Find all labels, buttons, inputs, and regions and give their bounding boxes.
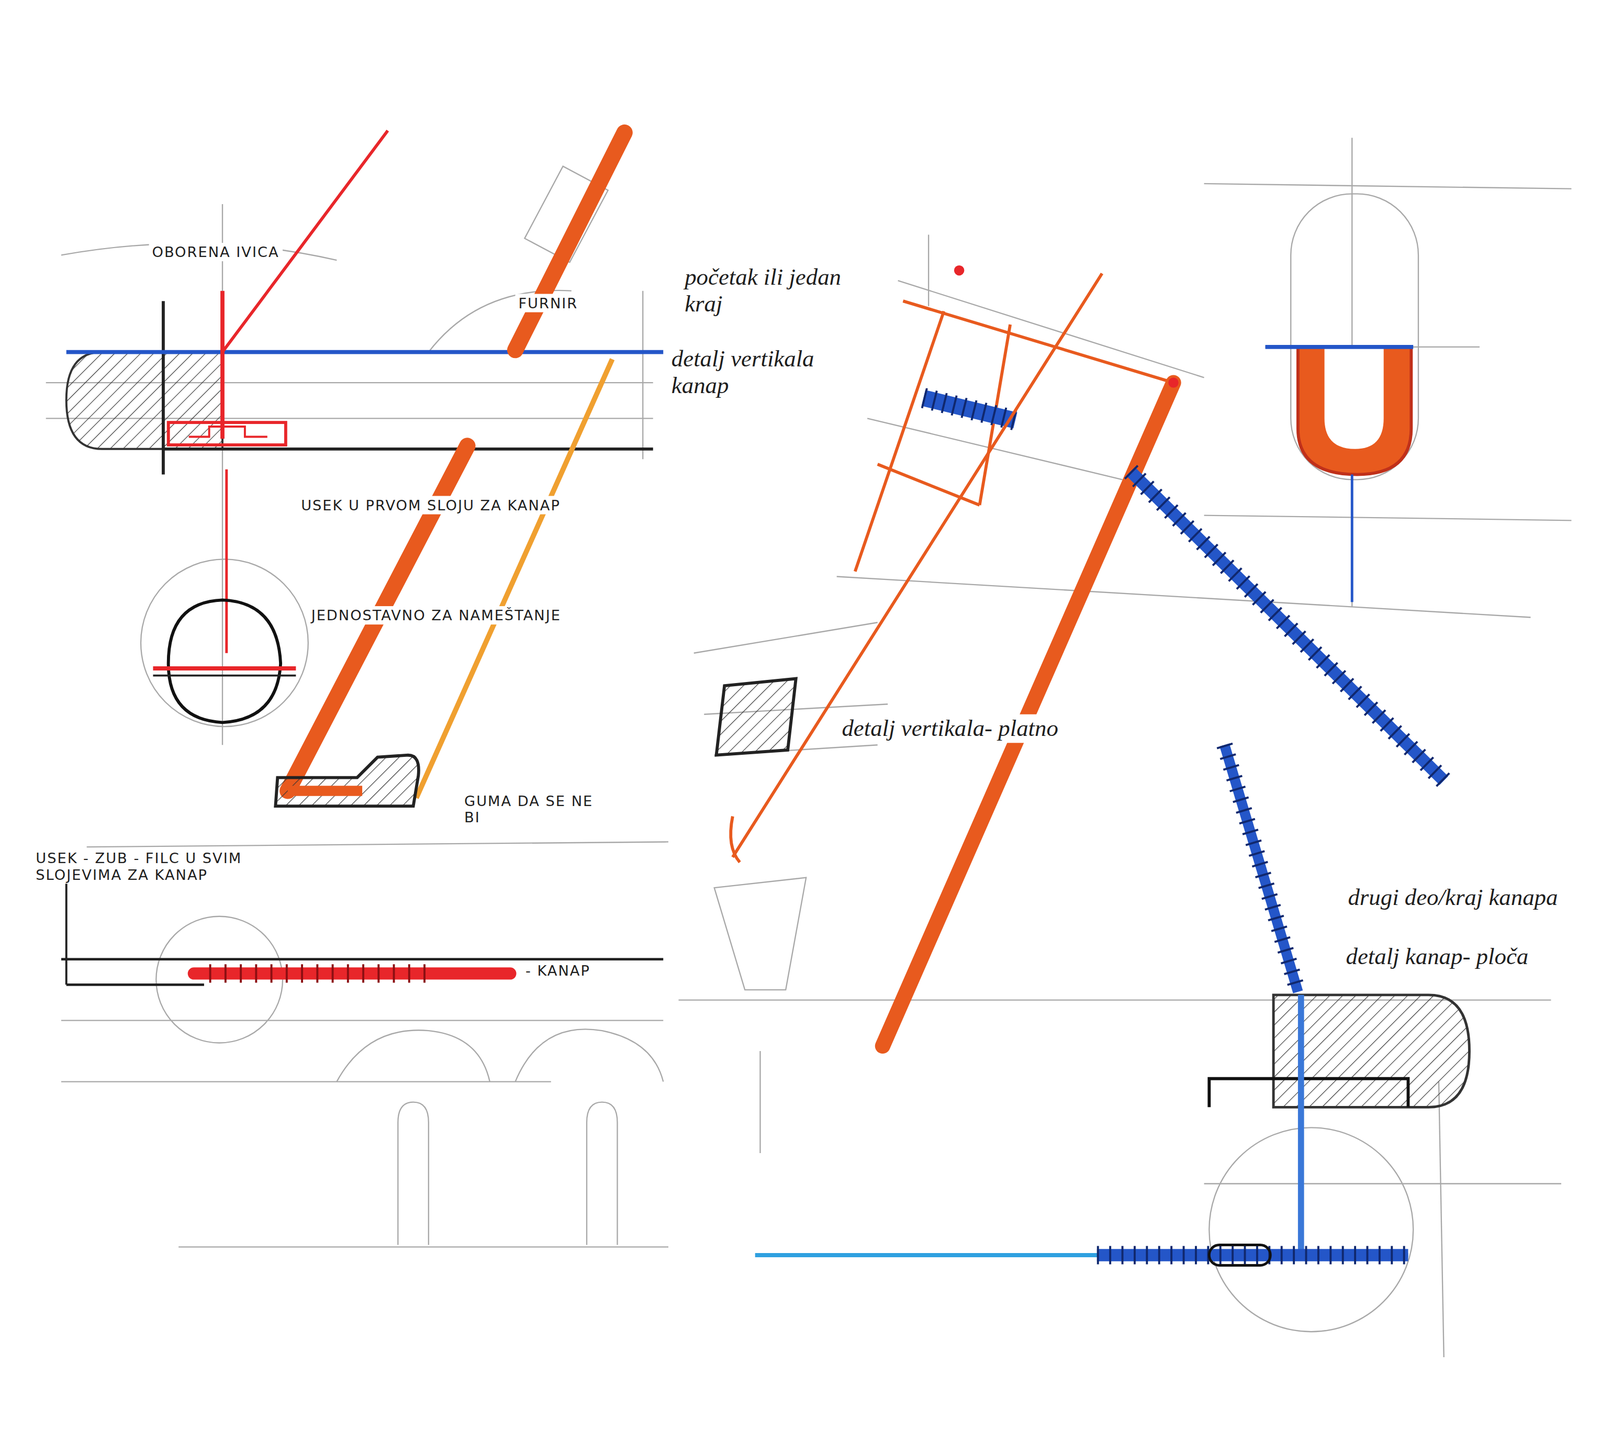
annotation: USEK U PRVOM SLOJU ZA KANAP: [297, 496, 564, 515]
annotation: detalj vertikala- platno: [838, 714, 1062, 744]
annotation: - KANAP: [522, 961, 594, 980]
annotation: JEDNOSTAVNO ZA NAMEŠTANJE: [308, 606, 565, 625]
annotation: početak ili jedan kraj: [681, 263, 882, 320]
annotation: USEK - ZUB - FILC U SVIM SLOJEVIMA ZA KA…: [32, 848, 284, 885]
annotation: detalj vertikala kanap: [668, 344, 838, 401]
annotation: drugi deo/kraj kanapa: [1345, 883, 1562, 913]
annotation: OBORENA IVICA: [149, 242, 283, 262]
pencil-lines: [46, 137, 1572, 1358]
annotation: FURNIR: [515, 293, 581, 312]
annotation: GUMA DA SE NE BI: [461, 791, 611, 827]
rope-board: [755, 744, 1470, 1266]
annotation: detalj kanap- ploča: [1343, 942, 1532, 972]
capsule-section: [1265, 347, 1414, 602]
legs: [275, 132, 625, 807]
